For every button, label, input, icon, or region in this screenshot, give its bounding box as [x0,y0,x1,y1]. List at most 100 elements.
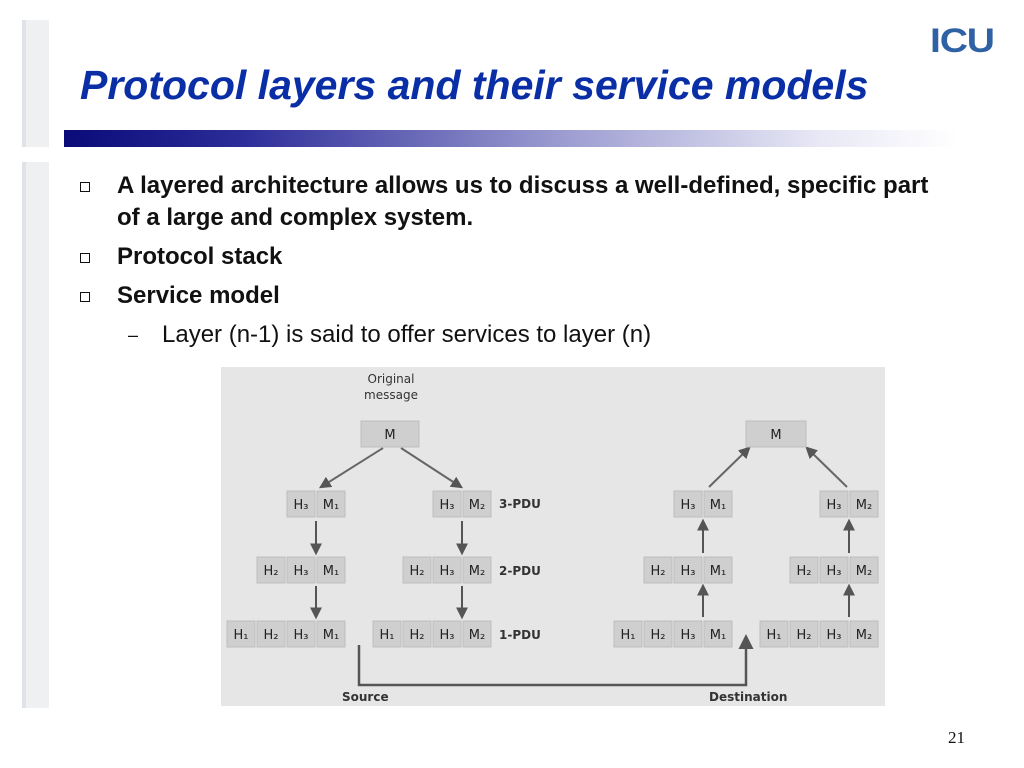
payload-cell [316,620,346,648]
pdu-3-label: 3-PDU [499,497,541,511]
sub-bullet-item: – Layer (n-1) is said to offer services … [80,319,940,351]
header-cell-label: H₁ [621,628,636,643]
payload-cell-label: M₂ [856,628,872,643]
payload-cell-label: M₂ [856,564,872,579]
arrow-merge-right [805,446,848,488]
header-cell-label: H₁ [767,628,782,643]
header-cell-label: H₂ [651,564,666,579]
bullet-item: Protocol stack [80,241,940,273]
header-cell [759,620,789,648]
payload-cell-label: M₁ [710,564,726,579]
header-cell [673,490,703,518]
bullet-item: Service model [80,280,940,312]
arrow-split-right [400,447,464,489]
slide-edge-decoration-bottom [22,162,49,708]
header-cell-label: H₃ [681,564,696,579]
header-cell [673,556,703,584]
protocol-layering-figure: Original message 3-PDU 2-PDU 1-PDU Sourc… [221,367,885,706]
message-cell-label: M [384,428,395,443]
payload-cell [703,556,733,584]
payload-cell [462,556,492,584]
payload-cell [316,556,346,584]
header-cell [372,620,402,648]
header-cell [286,556,316,584]
icu-logo: ICU [930,22,995,60]
payload-cell-label: M₁ [323,564,339,579]
payload-cell [316,490,346,518]
header-cell [432,620,462,648]
payload-cell [462,620,492,648]
header-cell [402,556,432,584]
original-message-label-line2: message [364,388,418,402]
header-cell-label: H₃ [440,498,455,513]
header-cell-label: H₃ [827,498,842,513]
payload-cell-label: M₁ [323,498,339,513]
payload-cell [849,556,879,584]
header-cell [789,556,819,584]
message-cell [360,420,420,448]
slide-title: Protocol layers and their service models [80,62,869,108]
bullet-list: A layered architecture allows us to disc… [80,170,940,351]
header-cell-label: H₃ [440,564,455,579]
bullet-text: Service model [117,282,280,309]
dash-bullet-icon: – [128,325,139,345]
header-cell [226,620,256,648]
header-cell [819,490,849,518]
payload-cell [703,620,733,648]
header-cell-label: H₂ [410,564,425,579]
header-cell [256,620,286,648]
header-cell [819,556,849,584]
message-cell-label: M [770,428,781,443]
payload-cell-label: M₁ [710,628,726,643]
payload-cell [849,490,879,518]
bullet-text: A layered architecture allows us to disc… [117,172,929,231]
page-number: 21 [948,728,965,747]
header-cell [643,556,673,584]
header-cell-label: H₃ [681,498,696,513]
bullet-text: Protocol stack [117,243,283,270]
bullet-item: A layered architecture allows us to disc… [80,170,940,234]
payload-cell [703,490,733,518]
original-message-label-line1: Original [368,372,415,386]
payload-cell-label: M₂ [469,498,485,513]
header-cell-label: H₃ [827,564,842,579]
source-to-destination-link [357,634,754,687]
payload-cell-label: M₂ [469,564,485,579]
payload-cell-label: M₁ [710,498,726,513]
header-cell [286,620,316,648]
header-cell [256,556,286,584]
header-cell-label: H₁ [234,628,249,643]
pdu-cells: M M H₃ M₁ H₃ M₂ H₂ H₃ M₁ H₂ H₃ M₂ H₁ H₂ H₃ M₁ H₁ H₂ H₃ M₂ H₃… [226,420,879,648]
protocol-layering-diagram: Original message 3-PDU 2-PDU 1-PDU Sourc… [226,372,879,704]
header-cell-label: H₃ [294,564,309,579]
sub-bullet-text: Layer (n-1) is said to offer services to… [162,321,652,348]
header-cell-label: H₃ [827,628,842,643]
payload-cell [849,620,879,648]
payload-cell-label: M₂ [856,498,872,513]
header-cell [819,620,849,648]
header-cell [432,490,462,518]
source-label: Source [342,690,389,704]
square-bullet-icon [80,182,90,192]
header-cell-label: H₃ [294,628,309,643]
header-cell [643,620,673,648]
header-cell [286,490,316,518]
header-cell [402,620,432,648]
header-cell-label: H₂ [264,628,279,643]
header-cell-label: H₂ [797,564,812,579]
header-cell-label: H₂ [264,564,279,579]
header-cell-label: H₃ [294,498,309,513]
pdu-2-label: 2-PDU [499,564,541,578]
header-cell-label: H₂ [410,628,425,643]
payload-cell-label: M₁ [323,628,339,643]
header-cell-label: H₂ [797,628,812,643]
pdu-1-label: 1-PDU [499,628,541,642]
header-cell [673,620,703,648]
square-bullet-icon [80,292,90,302]
slide-edge-decoration-top [22,20,49,147]
arrow-merge-left [708,446,751,488]
message-cell [745,420,807,448]
destination-label: Destination [709,690,787,704]
header-cell [432,556,462,584]
header-cell-label: H₂ [651,628,666,643]
